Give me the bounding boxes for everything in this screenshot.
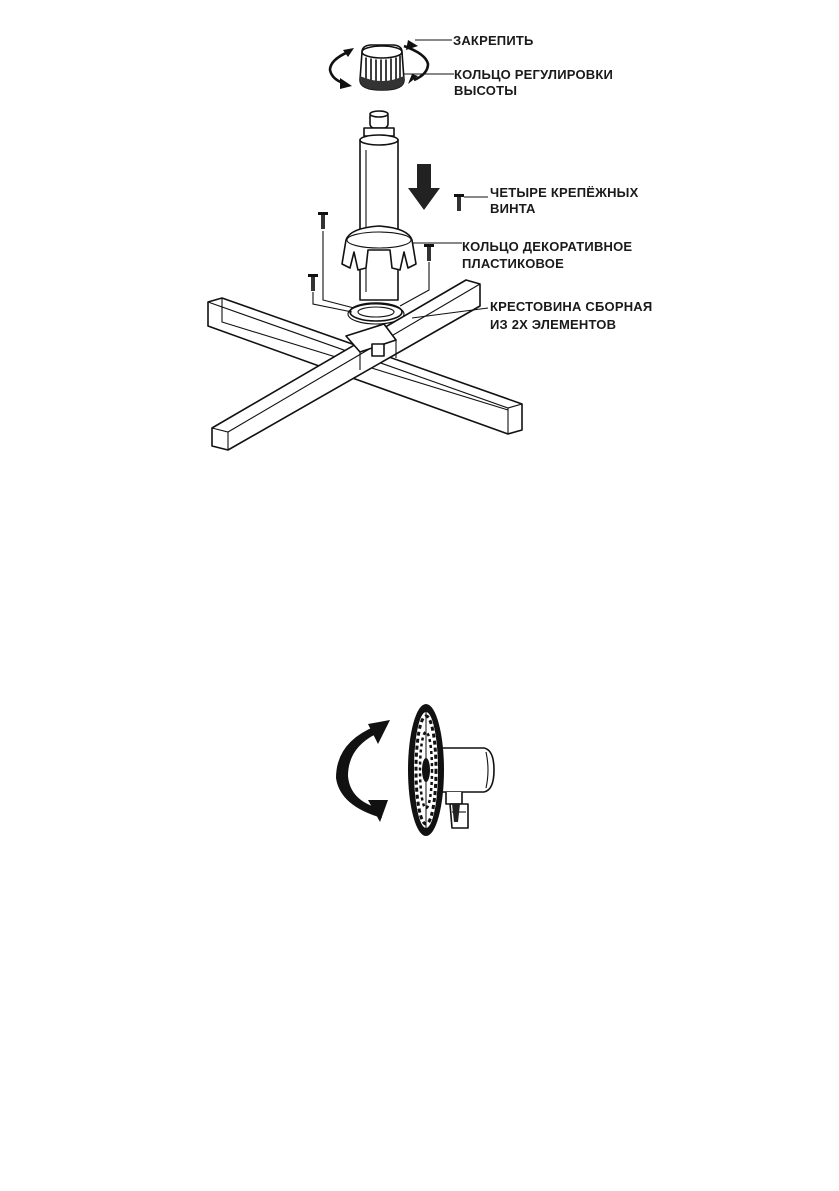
screw-icon — [318, 212, 328, 229]
label-cross-base-line1: КРЕСТОВИНА СБОРНАЯ — [490, 299, 652, 314]
leader-line — [411, 307, 489, 319]
fan-guard — [408, 704, 444, 836]
fan-motor-housing — [435, 747, 495, 829]
label-deco-ring-line2: ПЛАСТИКОВОЕ — [462, 256, 564, 271]
stand-assembly-illustration: ЗАКРЕПИТЬ КОЛЬЦО РЕГУЛИРОВКИ ВЫСОТЫ ЧЕТЫ… — [207, 33, 652, 451]
label-height-ring-line1: КОЛЬЦО РЕГУЛИРОВКИ — [454, 67, 613, 82]
screw-icon — [454, 194, 464, 211]
curved-arrow-icon — [336, 720, 390, 822]
label-screws-line1: ЧЕТЫРЕ КРЕПЁЖНЫХ — [490, 185, 639, 200]
label-screws-line2: ВИНТА — [490, 201, 536, 216]
stand-pole — [359, 110, 399, 301]
label-cross-base-line2: ИЗ 2Х ЭЛЕМЕНТОВ — [490, 317, 616, 332]
label-lock: ЗАКРЕПИТЬ — [453, 33, 534, 48]
curved-double-arrow-icon — [328, 40, 430, 89]
screw-icon — [308, 274, 318, 291]
label-deco-ring-line1: КОЛЬЦО ДЕКОРАТИВНОЕ — [462, 239, 632, 254]
base-flange — [347, 302, 405, 325]
down-arrow-icon — [408, 164, 440, 210]
fan-tilt-illustration — [336, 704, 495, 836]
label-height-ring-line2: ВЫСОТЫ — [454, 83, 517, 98]
screw-icon — [424, 244, 434, 261]
cross-base — [207, 279, 523, 451]
decorative-ring — [341, 225, 417, 271]
height-adjust-ring — [359, 44, 405, 91]
